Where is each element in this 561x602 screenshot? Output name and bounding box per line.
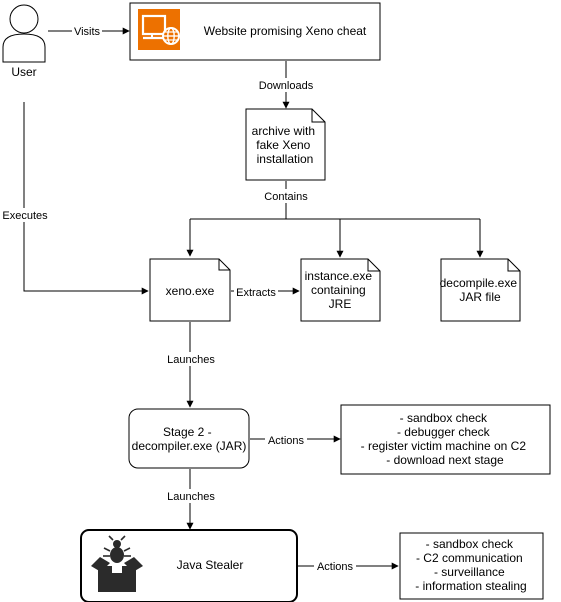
archive-node: archive with fake Xeno installation bbox=[245, 108, 326, 181]
instance-exe-node: instance.exe containing JRE bbox=[300, 258, 381, 322]
stealer-action-4: - information stealing bbox=[415, 579, 526, 593]
website-node: Website promising Xeno cheat bbox=[129, 2, 381, 61]
xeno-exe-label: xeno.exe bbox=[166, 284, 215, 298]
stealer-action-2: - C2 communication bbox=[416, 551, 523, 565]
instance-line-2: containing bbox=[311, 283, 366, 297]
instance-line-1: instance.exe bbox=[305, 269, 373, 283]
decompile-exe-node: decompile.exe JAR file bbox=[440, 258, 521, 322]
svg-text:Stage 2 - decompiler.exe: Stage 2 - decompiler.exe (JAR) bbox=[132, 425, 247, 453]
stage2-line-2: decompiler.exe (JAR) bbox=[132, 439, 247, 453]
svg-text:instance.exe containing: instance.exe containing JRE bbox=[305, 269, 376, 311]
java-stealer-label: Java Stealer bbox=[177, 558, 244, 572]
svg-text:- sandbox check - C2 com: - sandbox check - C2 communication - sur… bbox=[415, 537, 526, 593]
label-downloads: Downloads bbox=[259, 80, 314, 92]
svg-text:- sandbox check - debugg: - sandbox check - debugger check - regis… bbox=[361, 411, 530, 467]
label-visits: Visits bbox=[74, 26, 101, 38]
svg-text:decompile.exe JAR file: decompile.exe JAR file bbox=[440, 276, 521, 304]
website-label: Website promising Xeno cheat bbox=[204, 24, 367, 38]
stage2-actions-box: - sandbox check - debugger check - regis… bbox=[340, 404, 551, 475]
edge-executes bbox=[23, 102, 149, 295]
stage2-action-3: - register victim machine on C2 bbox=[361, 439, 527, 453]
stage2-action-4: - download next stage bbox=[386, 453, 504, 467]
label-launches-2: Launches bbox=[167, 491, 215, 503]
decompile-line-2: JAR file bbox=[459, 290, 501, 304]
xeno-exe-node: xeno.exe bbox=[149, 258, 231, 322]
bug-box-icon bbox=[91, 535, 143, 592]
label-actions-2: Actions bbox=[317, 561, 354, 573]
user-label: User bbox=[11, 65, 36, 79]
stealer-action-3: - surveillance bbox=[434, 565, 505, 579]
svg-text:archive with fake Xeno: archive with fake Xeno installation bbox=[252, 124, 319, 166]
stage2-action-2: - debugger check bbox=[397, 425, 491, 439]
stage2-line-1: Stage 2 - bbox=[163, 425, 212, 439]
instance-line-3: JRE bbox=[329, 297, 352, 311]
user-icon bbox=[2, 4, 46, 63]
archive-line-2: fake Xeno bbox=[256, 138, 310, 152]
stage2-node: Stage 2 - decompiler.exe (JAR) bbox=[128, 408, 250, 469]
decompile-line-1: decompile.exe bbox=[440, 276, 518, 290]
stage2-action-1: - sandbox check bbox=[400, 411, 488, 425]
archive-line-3: installation bbox=[257, 152, 314, 166]
label-actions-1: Actions bbox=[268, 435, 305, 447]
stealer-actions-box: - sandbox check - C2 communication - sur… bbox=[399, 532, 544, 600]
monitor-globe-icon bbox=[138, 9, 180, 50]
label-extracts: Extracts bbox=[236, 287, 276, 299]
label-executes: Executes bbox=[2, 210, 48, 222]
label-contains: Contains bbox=[264, 191, 308, 203]
java-stealer-node: Java Stealer bbox=[80, 529, 298, 602]
archive-line-1: archive with bbox=[252, 124, 315, 138]
edge-contains bbox=[190, 181, 480, 220]
stealer-action-1: - sandbox check bbox=[426, 537, 514, 551]
label-launches-1: Launches bbox=[167, 354, 215, 366]
